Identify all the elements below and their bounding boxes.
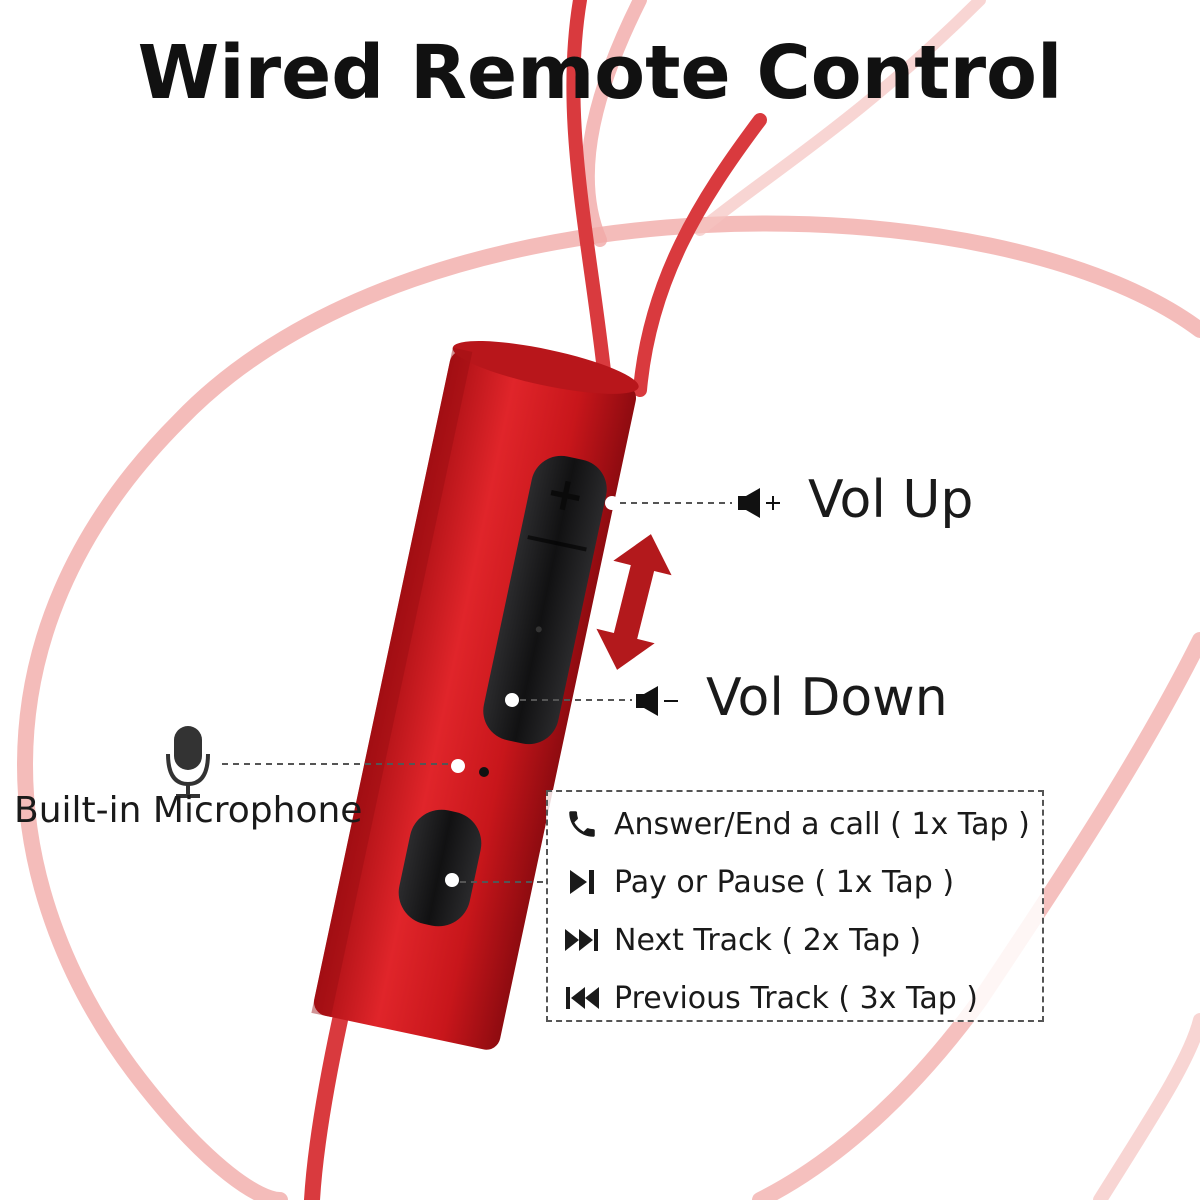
function-item-previous-track: Previous Track ( 3x Tap )	[548, 972, 1046, 1024]
leader-lines	[222, 502, 732, 883]
volume-rocker: +	[483, 455, 607, 745]
phone-icon	[560, 802, 604, 846]
function-item-answer: Answer/End a call ( 1x Tap )	[548, 798, 1046, 850]
page-title: Wired Remote Control	[137, 30, 1063, 116]
microphone-label: Built-in Microphone	[14, 790, 363, 831]
function-text: Previous Track ( 3x Tap )	[614, 980, 978, 1016]
function-dot	[445, 873, 459, 887]
microphone-hole-secondary	[479, 767, 489, 777]
function-list: Answer/End a call ( 1x Tap ) Pay or Paus…	[546, 790, 1044, 1022]
multi-function-button	[398, 809, 482, 927]
volume-up-icon	[738, 488, 780, 518]
function-text: Pay or Pause ( 1x Tap )	[614, 864, 955, 900]
vol-up-dot	[605, 496, 619, 510]
play-pause-icon	[560, 860, 604, 904]
vol-down-label: Vol Down	[706, 668, 948, 728]
microphone-hole	[451, 759, 465, 773]
previous-track-icon	[560, 976, 604, 1020]
function-text: Next Track ( 2x Tap )	[614, 922, 922, 958]
next-track-icon	[560, 918, 604, 962]
up-down-arrow-icon	[596, 534, 672, 670]
microphone-icon	[166, 726, 210, 798]
cable	[304, 0, 767, 1200]
function-item-next-track: Next Track ( 2x Tap )	[548, 914, 1046, 966]
function-item-play-pause: Pay or Pause ( 1x Tap )	[548, 856, 1046, 908]
vol-down-dot	[505, 693, 519, 707]
vol-up-label: Vol Up	[808, 470, 974, 530]
function-text: Answer/End a call ( 1x Tap )	[614, 806, 1030, 842]
volume-down-icon	[636, 686, 678, 716]
